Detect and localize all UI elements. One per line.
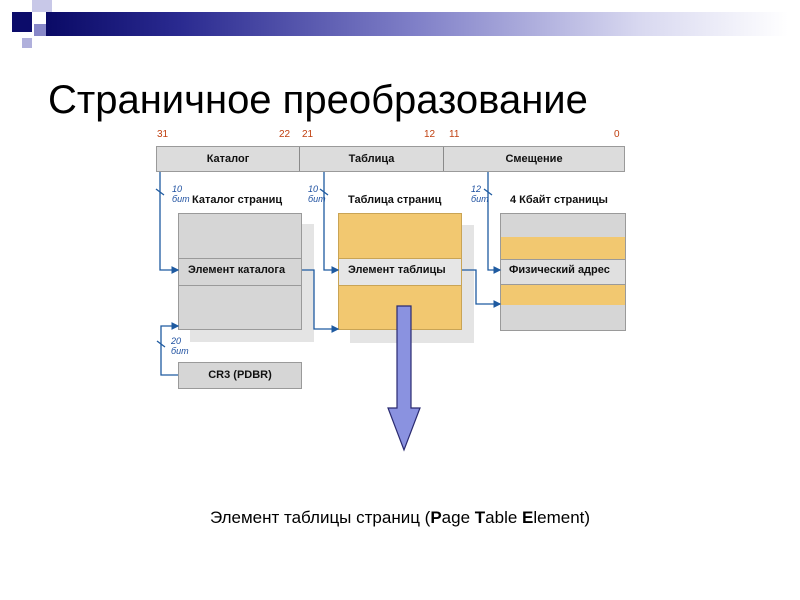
field-directory: Каталог — [206, 153, 250, 165]
cr3-register: CR3 (PDBR) — [178, 362, 302, 389]
bit-number-0: 0 — [614, 129, 620, 140]
bit-width-tick — [156, 340, 166, 348]
title-gradient-bar — [46, 12, 788, 36]
page-4kb-header: 4 Кбайт страницы — [510, 194, 608, 206]
field-divider — [443, 147, 444, 171]
physical-address-row — [501, 259, 625, 285]
decor-square — [32, 0, 52, 12]
caption: Элемент таблицы страниц (Page Table Elem… — [0, 508, 800, 528]
bit-number-11: 11 — [449, 129, 460, 140]
caption-page: age — [441, 508, 475, 527]
physical-address-label: Физический адрес — [509, 264, 610, 276]
field-table: Таблица — [348, 153, 395, 165]
page-band-upper — [501, 237, 625, 259]
linear-address-bar: Каталог Таблица Смещение — [156, 146, 625, 172]
page-table-header: Таблица страниц — [348, 194, 442, 206]
page-band-lower — [501, 285, 625, 305]
decor-square — [34, 24, 46, 36]
caption-prefix: Элемент таблицы страниц ( — [209, 508, 431, 527]
page-directory-block — [178, 213, 302, 330]
directory-entry-row — [179, 258, 301, 286]
bit-number-31: 31 — [157, 129, 169, 140]
bit-width-tick — [155, 188, 165, 196]
offset-line — [487, 172, 502, 274]
table-entry-row — [339, 258, 461, 286]
table-entry-label: Элемент таблицы — [348, 264, 446, 276]
field-offset: Смещение — [505, 153, 563, 165]
bit-number-21: 21 — [302, 129, 314, 140]
bit-number-12: 12 — [424, 129, 436, 140]
table-index-line — [323, 172, 340, 274]
cr3-label: CR3 (PDBR) — [208, 369, 272, 381]
page-4kb-block — [500, 213, 626, 331]
caption-t: T — [474, 508, 486, 527]
caption-p: P — [430, 508, 442, 527]
decor-square — [22, 38, 32, 48]
slide-title: Страничное преобразование — [48, 78, 588, 122]
field-divider — [299, 147, 300, 171]
decor-square — [12, 12, 32, 32]
caption-e: E — [522, 508, 534, 527]
caption-element: lement) — [533, 508, 591, 527]
page-directory-header: Каталог страниц — [192, 194, 283, 206]
bit-number-22: 22 — [279, 129, 291, 140]
directory-entry-label: Элемент каталога — [188, 264, 286, 276]
caption-table: able — [485, 508, 523, 527]
